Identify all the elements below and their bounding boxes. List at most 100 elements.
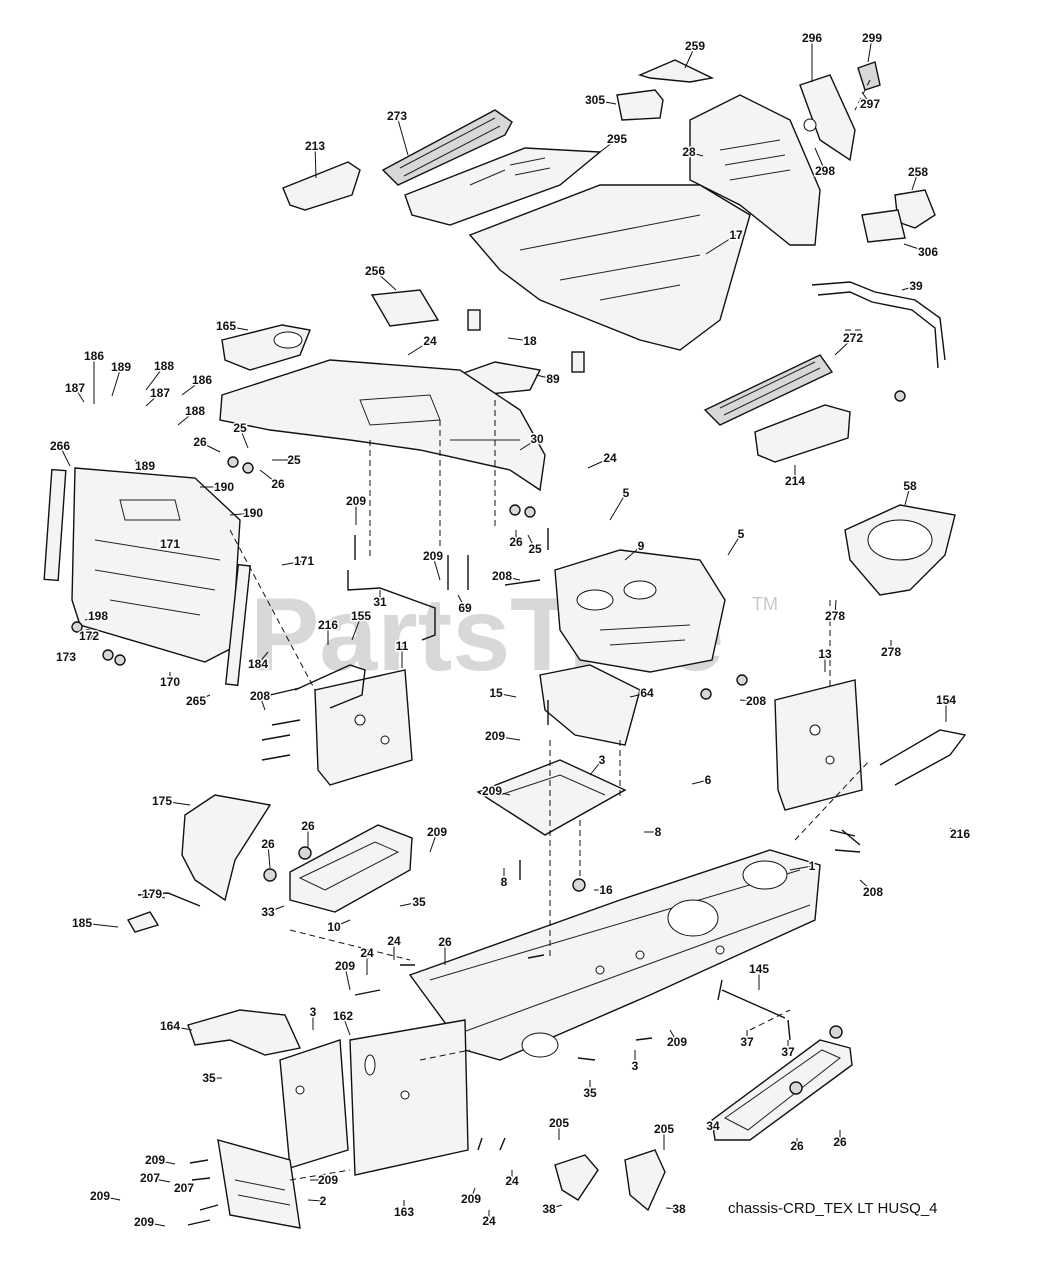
callout-leader-162 <box>342 1015 351 1036</box>
part-11-side-plate <box>314 669 413 786</box>
callout-24: 24 <box>423 334 437 348</box>
callout-207: 207 <box>174 1181 194 1195</box>
callout-leader-258 <box>911 171 919 191</box>
callout-26: 26 <box>509 535 523 549</box>
callout-209: 209 <box>482 784 502 798</box>
callout-leader-25 <box>239 427 249 449</box>
callout-24: 24 <box>387 934 401 948</box>
callout-leader-39 <box>901 285 917 291</box>
callout-leader-185 <box>81 922 119 928</box>
callout-184: 184 <box>248 657 268 671</box>
callout-leader-306 <box>903 243 929 253</box>
diagram-caption: chassis-CRD_TEX LT HUSQ_4 <box>728 1200 938 1217</box>
callout-35: 35 <box>583 1086 597 1100</box>
part-175-shield <box>181 794 272 902</box>
callout-leader-265 <box>195 694 211 702</box>
callout-leader-165 <box>225 325 249 331</box>
callout-209: 209 <box>134 1215 154 1229</box>
part-259-cap <box>637 59 715 83</box>
callout-155: 155 <box>351 609 371 623</box>
callout-leader-25 <box>527 534 536 550</box>
callout-leader-208 <box>501 575 521 581</box>
callout-298: 298 <box>815 164 835 178</box>
callout-209: 209 <box>423 549 443 563</box>
callout-16: 16 <box>599 883 613 897</box>
callout-296: 296 <box>802 31 822 45</box>
callout-164: 164 <box>160 1019 180 1033</box>
part-214-vent <box>754 404 851 463</box>
callout-leader-33 <box>267 905 285 913</box>
callout-leader-295 <box>595 138 618 156</box>
callout-leader-190 <box>229 512 254 516</box>
callout-39: 39 <box>909 279 923 293</box>
callout-208: 208 <box>250 689 270 703</box>
callout-leader-28 <box>688 151 704 157</box>
callout-209: 209 <box>318 1173 338 1187</box>
callout-34: 34 <box>706 1119 720 1133</box>
callout-leader-172 <box>88 635 97 641</box>
callout-leader-6 <box>691 779 709 785</box>
part-9-console <box>554 549 726 673</box>
callout-leader-208 <box>259 695 266 711</box>
callout-leader-171 <box>281 560 305 566</box>
callout-35: 35 <box>412 895 426 909</box>
part-33-footrest <box>289 824 413 913</box>
callout-26: 26 <box>301 819 315 833</box>
callout-leader-207 <box>149 1177 171 1183</box>
callout-26: 26 <box>193 435 207 449</box>
callout-leader-213 <box>314 145 317 179</box>
callout-leader-26 <box>267 843 271 869</box>
callout-leader-188 <box>177 410 196 426</box>
callout-31: 31 <box>373 595 387 609</box>
part-155-bracket <box>294 664 366 709</box>
callout-299: 299 <box>862 31 882 45</box>
part-165-cover <box>221 324 311 371</box>
callout-leader-278 <box>834 599 837 617</box>
callout-leader-9 <box>624 545 642 561</box>
callout-1: 1 <box>809 859 816 873</box>
callout-leader-184 <box>257 651 269 665</box>
callout-171: 171 <box>294 554 314 568</box>
callout-18: 18 <box>523 334 537 348</box>
part-305-block <box>616 89 664 121</box>
part-6-plate <box>476 759 627 836</box>
callout-leader-1 <box>789 865 813 871</box>
part-18-clip-a <box>467 309 481 331</box>
callout-208: 208 <box>492 569 512 583</box>
callout-259: 259 <box>685 39 705 53</box>
part-265-bar <box>224 563 252 687</box>
callout-33: 33 <box>261 905 275 919</box>
callout-leader-24 <box>587 457 611 469</box>
callout-205: 205 <box>549 1116 569 1130</box>
callout-13: 13 <box>818 647 832 661</box>
callout-58: 58 <box>903 479 917 493</box>
callout-273: 273 <box>387 109 407 123</box>
callout-10: 10 <box>327 920 341 934</box>
part-185-pedal <box>126 911 160 933</box>
callout-leader-175 <box>161 800 191 806</box>
callout-170: 170 <box>160 675 180 689</box>
callout-leader-209 <box>344 965 351 991</box>
callout-leader-297 <box>861 91 871 105</box>
callout-216: 216 <box>950 827 970 841</box>
watermark-trademark: TM <box>752 594 778 614</box>
callout-leader-89 <box>535 374 554 380</box>
callout-leader-34 <box>712 1121 721 1127</box>
part-64-bracket <box>539 664 641 746</box>
part-34-footrest <box>711 1039 853 1141</box>
callout-leader-209 <box>154 1159 176 1165</box>
callout-8: 8 <box>655 825 662 839</box>
callout-69: 69 <box>458 601 472 615</box>
callout-306: 306 <box>918 245 938 259</box>
callout-37: 37 <box>740 1035 754 1049</box>
callout-256: 256 <box>365 264 385 278</box>
part-145-rod <box>721 989 786 1019</box>
part-18-clip-b <box>571 351 585 373</box>
callout-64: 64 <box>640 686 654 700</box>
callout-26: 26 <box>790 1139 804 1153</box>
callout-6: 6 <box>705 773 712 787</box>
callout-171: 171 <box>160 537 180 551</box>
callout-213: 213 <box>305 139 325 153</box>
callout-209: 209 <box>90 1189 110 1203</box>
callout-leader-26 <box>259 469 279 485</box>
